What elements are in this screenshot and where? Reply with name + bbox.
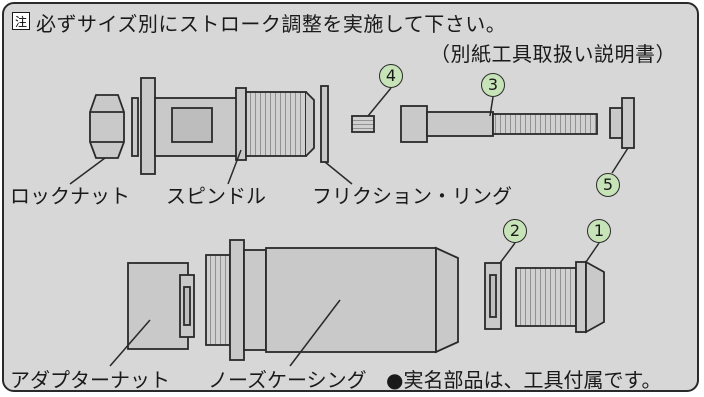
part-number-4-badge: 4 — [379, 64, 403, 88]
spindle-part — [140, 77, 315, 175]
part-number-2-badge: 2 — [503, 219, 527, 243]
locknut-label: ロックナット — [10, 184, 130, 208]
part-3 — [400, 105, 598, 143]
part-2 — [484, 262, 502, 330]
adapter-nut-label: アダプターナット — [10, 368, 170, 392]
spindle-label: スピンドル — [166, 184, 266, 208]
part-number-1-badge: 1 — [587, 219, 611, 243]
part-5 — [609, 97, 635, 149]
nose-casing-part — [205, 239, 459, 361]
friction-ring-label: フリクション・リング — [312, 184, 512, 208]
note-mark-icon: 注 — [12, 12, 30, 30]
part-number-5-badge: 5 — [596, 173, 620, 197]
nose-casing-label: ノーズケーシング — [208, 368, 367, 392]
part-4 — [351, 115, 375, 133]
note-reference: （別紙工具取扱い説明書） — [430, 42, 676, 66]
friction-ring-part — [320, 85, 329, 163]
locknut-part — [89, 94, 139, 159]
part-1 — [515, 260, 605, 334]
leader-lines — [69, 87, 629, 367]
part-number-3-badge: 3 — [481, 73, 505, 97]
footnote-text: ●実名部品は、工具付属です。 — [386, 368, 662, 392]
note-text: 必ずサイズ別にストローク調整を実施して下さい。 — [36, 12, 507, 36]
adapter-nut-part — [127, 262, 195, 350]
